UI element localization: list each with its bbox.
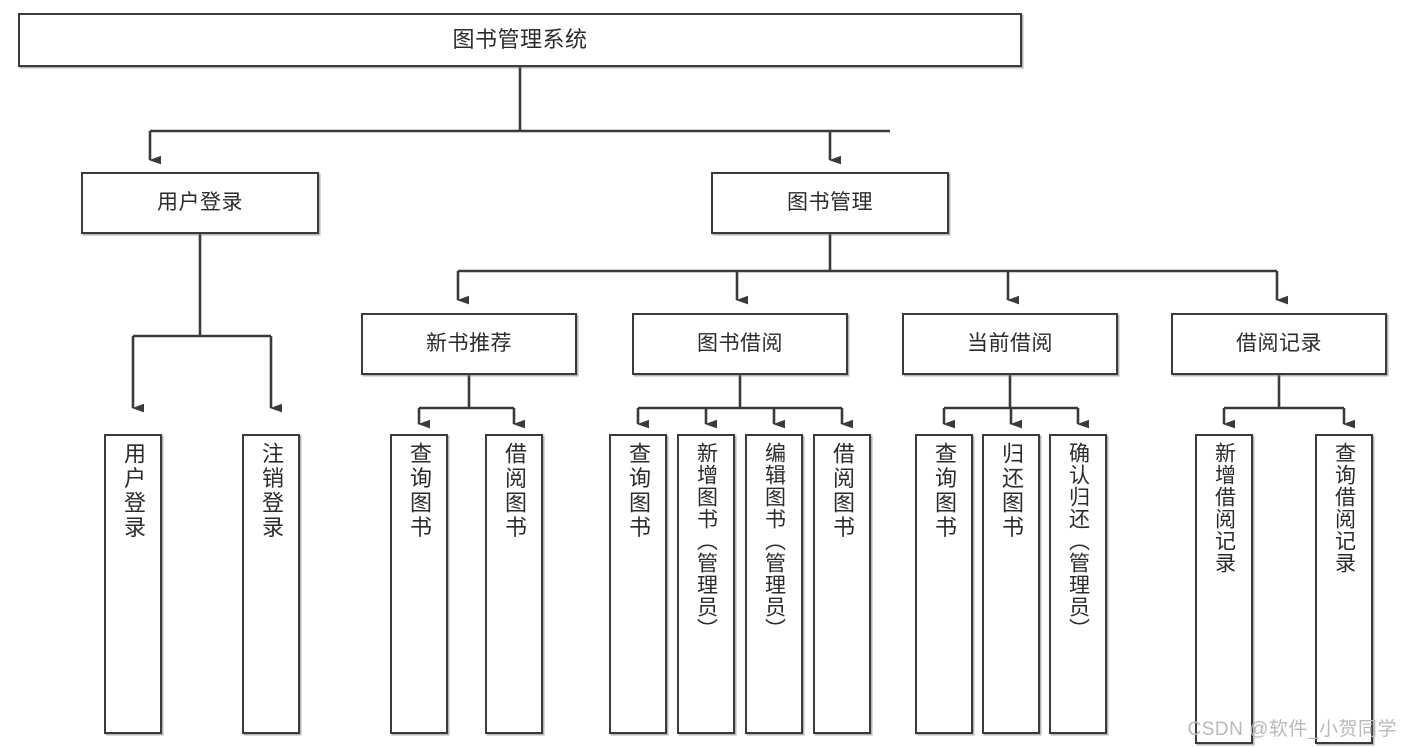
- node-leaf-query-book-new[interactable]: 查询图书: [390, 434, 448, 734]
- node-label: 借阅图书: [830, 442, 855, 540]
- node-leaf-user-login[interactable]: 用户登录: [104, 434, 162, 734]
- node-root-system[interactable]: 图书管理系统: [18, 13, 1022, 67]
- node-leaf-query-book-borrow[interactable]: 查询图书: [609, 434, 667, 734]
- node-leaf-confirm-return-admin[interactable]: 确认归还（管理员）: [1049, 434, 1107, 734]
- node-new-book-recommend[interactable]: 新书推荐: [361, 313, 577, 375]
- node-label: 注销登录: [259, 442, 284, 540]
- node-label: 查询图书: [407, 442, 432, 540]
- node-label: 借阅记录: [1236, 331, 1322, 355]
- node-label: 新书推荐: [426, 331, 512, 355]
- node-leaf-user-logout[interactable]: 注销登录: [242, 434, 300, 734]
- node-leaf-add-borrow-record[interactable]: 新增借阅记录: [1195, 434, 1253, 744]
- node-book-borrow[interactable]: 图书借阅: [632, 313, 848, 375]
- node-leaf-borrow-book-new[interactable]: 借阅图书: [485, 434, 543, 734]
- node-user-login[interactable]: 用户登录: [81, 172, 319, 234]
- node-label: 图书管理系统: [452, 27, 588, 53]
- watermark-text: CSDN @软件_小贺同学: [1187, 719, 1397, 740]
- node-label: 当前借阅: [967, 331, 1053, 355]
- node-leaf-borrow-book[interactable]: 借阅图书: [813, 434, 871, 734]
- node-label: 查询图书: [932, 442, 957, 540]
- node-leaf-return-book[interactable]: 归还图书: [982, 434, 1040, 734]
- node-leaf-edit-book-admin[interactable]: 编辑图书（管理员）: [745, 434, 803, 734]
- node-label: 图书管理: [787, 190, 873, 214]
- node-leaf-add-book-admin[interactable]: 新增图书（管理员）: [677, 434, 735, 734]
- node-label: 新增图书（管理员）: [694, 442, 718, 640]
- node-leaf-query-book-current[interactable]: 查询图书: [915, 434, 973, 734]
- node-leaf-query-borrow-record[interactable]: 查询借阅记录: [1315, 434, 1373, 744]
- node-book-manage[interactable]: 图书管理: [711, 172, 949, 234]
- node-label: 用户登录: [157, 190, 243, 214]
- node-current-borrow[interactable]: 当前借阅: [902, 313, 1118, 375]
- node-label: 用户登录: [121, 442, 146, 540]
- node-label: 借阅图书: [502, 442, 527, 540]
- node-label: 查询借阅记录: [1332, 442, 1356, 574]
- node-label: 图书借阅: [697, 331, 783, 355]
- node-label: 新增借阅记录: [1212, 442, 1236, 574]
- node-label: 编辑图书（管理员）: [762, 442, 786, 640]
- node-borrow-record[interactable]: 借阅记录: [1171, 313, 1387, 375]
- node-label: 确认归还（管理员）: [1066, 442, 1090, 640]
- node-label: 归还图书: [999, 442, 1024, 540]
- node-label: 查询图书: [626, 442, 651, 540]
